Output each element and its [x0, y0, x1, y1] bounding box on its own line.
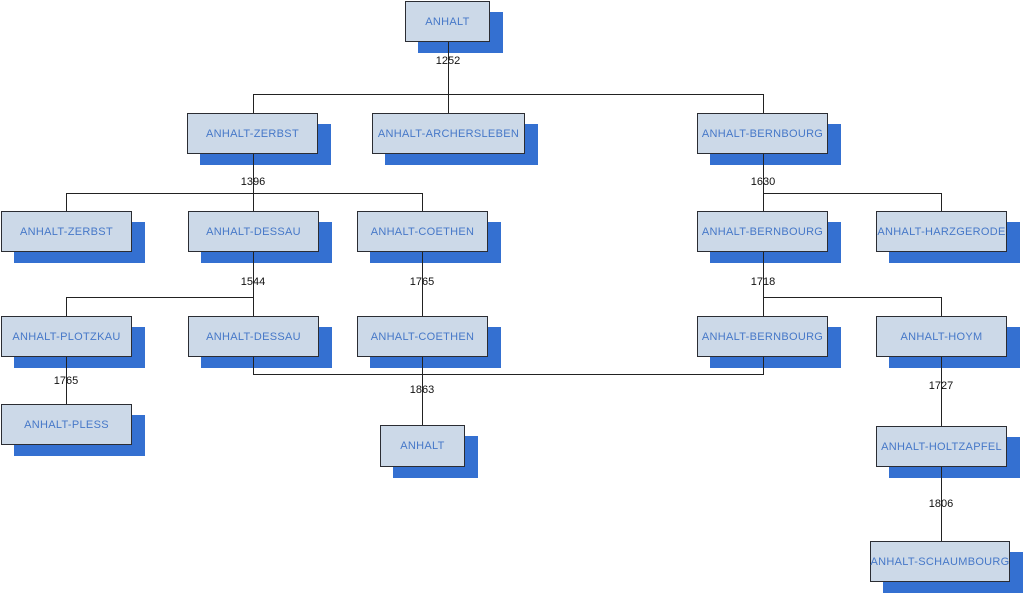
date-label: 1252	[435, 55, 461, 67]
connector-line-vertical	[763, 193, 764, 212]
connector-line-vertical	[253, 154, 254, 194]
date-label: 1718	[750, 276, 776, 288]
connector-line-horizontal	[253, 94, 764, 95]
tree-node-anhalt[interactable]: ANHALT	[405, 1, 490, 42]
date-label: 1396	[240, 176, 266, 188]
connector-line-vertical	[253, 193, 254, 212]
connector-line-horizontal	[66, 297, 254, 298]
node-label: ANHALT-PLOTZKAU	[12, 330, 121, 343]
date-label: 1765	[53, 375, 79, 387]
connector-line-vertical	[253, 94, 254, 114]
tree-node-anhalt-bernbourg[interactable]: ANHALT-BERNBOURG	[697, 113, 828, 154]
connector-line-vertical	[941, 467, 942, 542]
connector-line-vertical	[66, 193, 67, 212]
node-label: ANHALT	[400, 440, 445, 452]
connector-line-vertical	[66, 297, 67, 317]
tree-node-anhalt-coethen-2[interactable]: ANHALT-COETHEN	[357, 316, 488, 357]
connector-line-vertical	[941, 193, 942, 212]
connector-line-vertical	[763, 297, 764, 317]
tree-node-anhalt-zerbst-2[interactable]: ANHALT-ZERBST	[1, 211, 132, 252]
connector-line-horizontal	[253, 374, 764, 375]
tree-node-anhalt-plotzkau[interactable]: ANHALT-PLOTZKAU	[1, 316, 132, 357]
connector-line-vertical	[422, 193, 423, 212]
connector-line-vertical	[763, 94, 764, 114]
connector-line-horizontal	[763, 297, 942, 298]
tree-node-anhalt-2[interactable]: ANHALT	[380, 425, 465, 467]
date-label: 1806	[928, 498, 954, 510]
connector-line-vertical	[448, 42, 449, 95]
tree-node-anhalt-harzgerode[interactable]: ANHALT-HARZGERODE	[876, 211, 1007, 252]
tree-node-anhalt-holtzapfel[interactable]: ANHALT-HOLTZAPFEL	[876, 426, 1007, 467]
node-label: ANHALT-PLESS	[24, 418, 109, 431]
node-label: ANHALT-ZERBST	[20, 225, 113, 238]
connector-line-vertical	[422, 357, 423, 426]
connector-line-horizontal	[66, 193, 423, 194]
tree-node-anhalt-bernbourg-3[interactable]: ANHALT-BERNBOURG	[697, 316, 828, 357]
connector-line-vertical	[253, 297, 254, 317]
node-label: ANHALT	[425, 15, 470, 28]
date-label: 1544	[240, 276, 266, 288]
node-label: ANHALT-DESSAU	[206, 330, 301, 343]
node-label: ANHALT-HOYM	[900, 330, 983, 343]
tree-node-anhalt-dessau[interactable]: ANHALT-DESSAU	[188, 211, 319, 252]
connector-line-vertical	[941, 297, 942, 317]
connector-line-vertical	[763, 154, 764, 194]
node-label: ANHALT-COETHEN	[370, 225, 475, 238]
node-label: ANHALT-DESSAU	[206, 225, 301, 238]
connector-line-vertical	[422, 252, 423, 317]
connector-line-vertical	[763, 252, 764, 298]
node-label: ANHALT-HOLTZAPFEL	[881, 440, 1002, 453]
node-label: ANHALT-BERNBOURG	[701, 127, 824, 140]
tree-node-anhalt-dessau-2[interactable]: ANHALT-DESSAU	[188, 316, 319, 357]
date-label: 1863	[409, 384, 435, 396]
tree-node-anhalt-coethen[interactable]: ANHALT-COETHEN	[357, 211, 488, 252]
tree-node-anhalt-schaumbourg[interactable]: ANHALT-SCHAUMBOURG	[870, 541, 1010, 582]
date-label: 1765	[409, 276, 435, 288]
tree-node-anhalt-archersleben[interactable]: ANHALT-ARCHERSLEBEN	[372, 113, 525, 154]
node-label: ANHALT-SCHAUMBOURG	[870, 555, 1010, 568]
node-label: ANHALT-ARCHERSLEBEN	[377, 127, 520, 140]
tree-node-anhalt-bernbourg-2[interactable]: ANHALT-BERNBOURG	[697, 211, 828, 252]
node-label: ANHALT-HARZGERODE	[877, 225, 1006, 238]
connector-line-vertical	[253, 357, 254, 375]
date-label: 1727	[928, 380, 954, 392]
connector-line-vertical	[253, 252, 254, 298]
connector-line-vertical	[763, 357, 764, 375]
node-label: ANHALT-BERNBOURG	[701, 330, 824, 343]
tree-node-anhalt-zerbst[interactable]: ANHALT-ZERBST	[187, 113, 318, 154]
date-label: 1630	[750, 176, 776, 188]
node-label: ANHALT-ZERBST	[206, 127, 299, 140]
node-label: ANHALT-BERNBOURG	[701, 225, 824, 238]
tree-node-anhalt-pless[interactable]: ANHALT-PLESS	[1, 404, 132, 445]
connector-line-horizontal	[763, 193, 942, 194]
tree-node-anhalt-hoym[interactable]: ANHALT-HOYM	[876, 316, 1007, 357]
node-label: ANHALT-COETHEN	[370, 330, 475, 343]
connector-line-vertical	[448, 94, 449, 114]
connector-line-vertical	[941, 357, 942, 427]
connector-line-vertical	[66, 357, 67, 405]
